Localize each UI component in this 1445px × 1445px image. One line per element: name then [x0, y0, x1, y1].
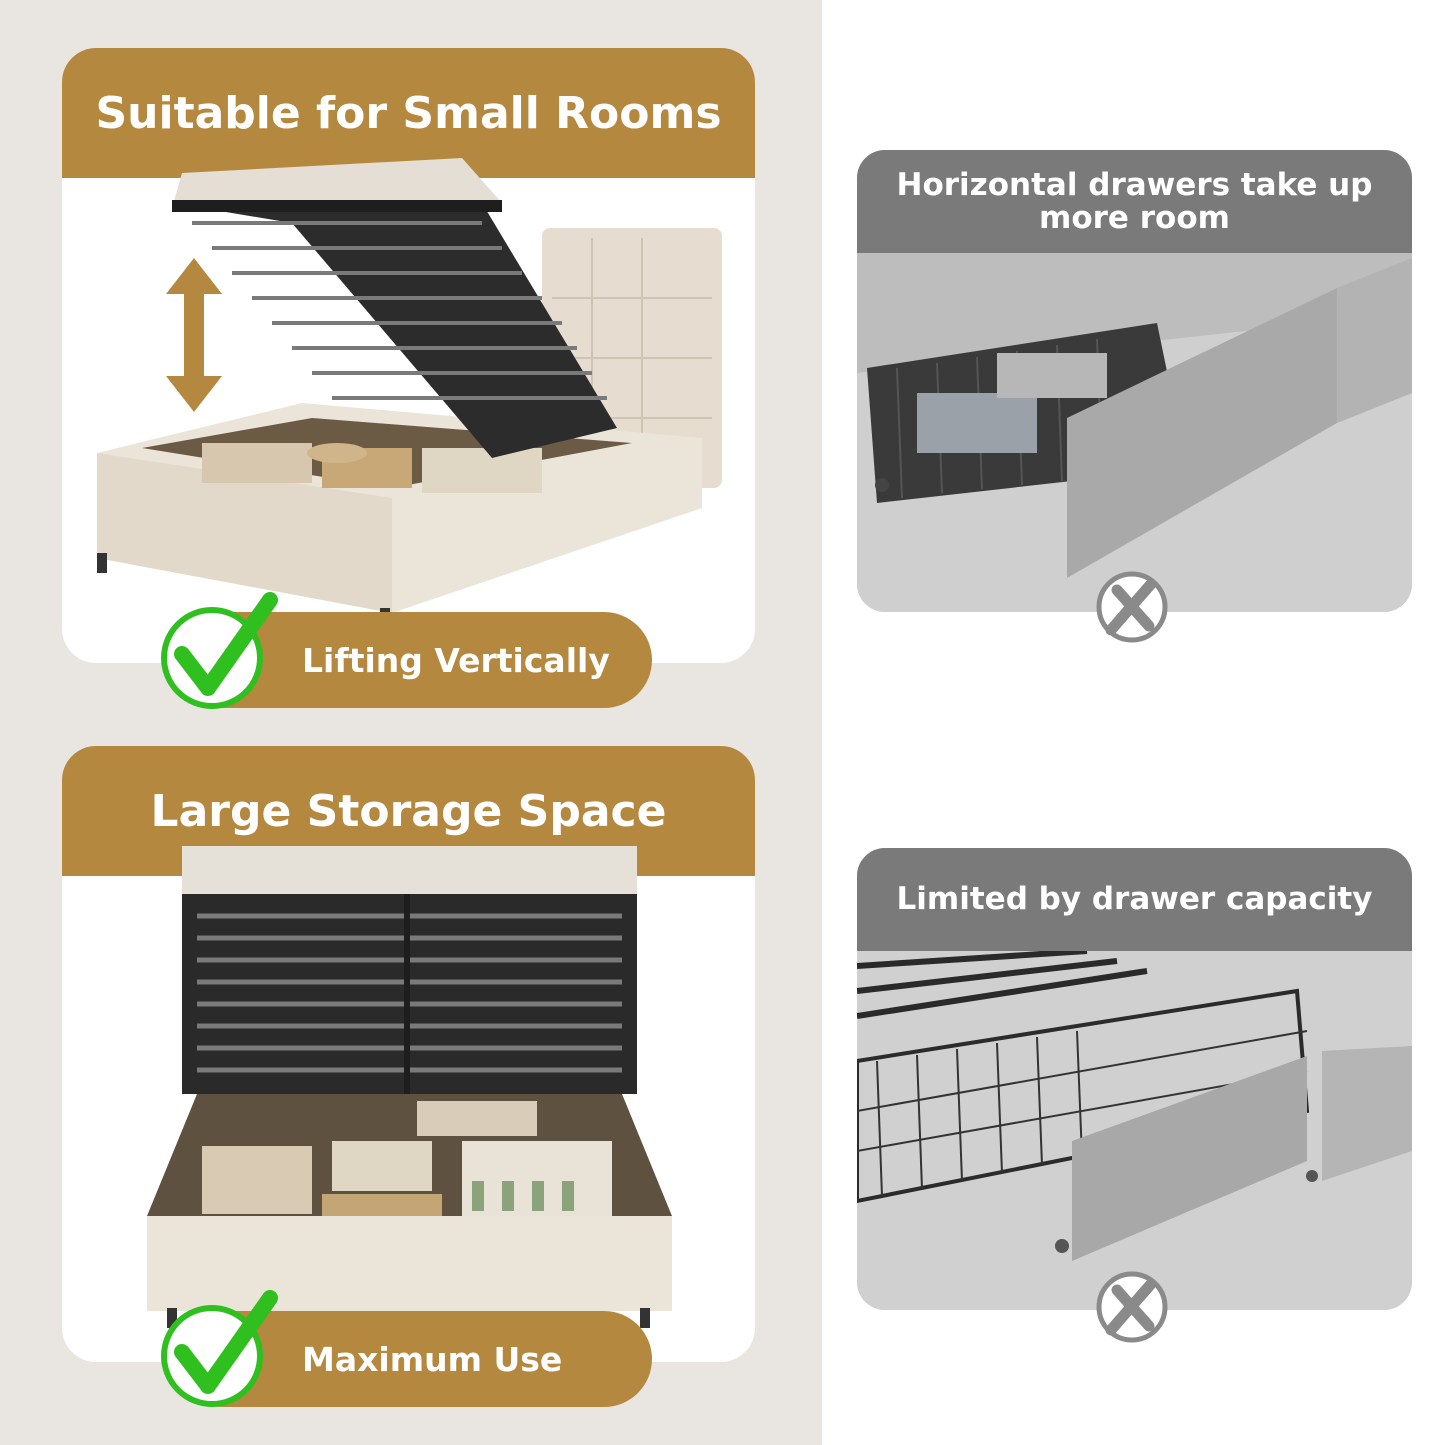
up-down-arrow-icon [166, 258, 222, 412]
cross-icon [1096, 1271, 1168, 1343]
card-title: Suitable for Small Rooms [62, 48, 755, 178]
check-icon [161, 592, 278, 709]
lift-bed-card: Suitable for Small Rooms [62, 48, 755, 663]
horizontal-drawers-illustration [857, 253, 1412, 612]
badge-label: Maximum Use [302, 1339, 563, 1379]
card-title: Limited by drawer capacity [857, 848, 1412, 951]
storage-bed-illustration [147, 846, 672, 1328]
drawer-capacity-card: Limited by drawer capacity [857, 848, 1412, 1310]
storage-bed-card: Large Storage Space [62, 746, 755, 1362]
badge-label: Lifting Vertically [302, 640, 610, 680]
lift-bed-illustration [97, 158, 722, 630]
check-icon [161, 1290, 278, 1407]
horizontal-drawers-card: Horizontal drawers take up more room [857, 150, 1412, 612]
cross-icon [1096, 571, 1168, 643]
drawer-capacity-illustration [857, 951, 1412, 1310]
card-title: Horizontal drawers take up more room [857, 150, 1412, 253]
